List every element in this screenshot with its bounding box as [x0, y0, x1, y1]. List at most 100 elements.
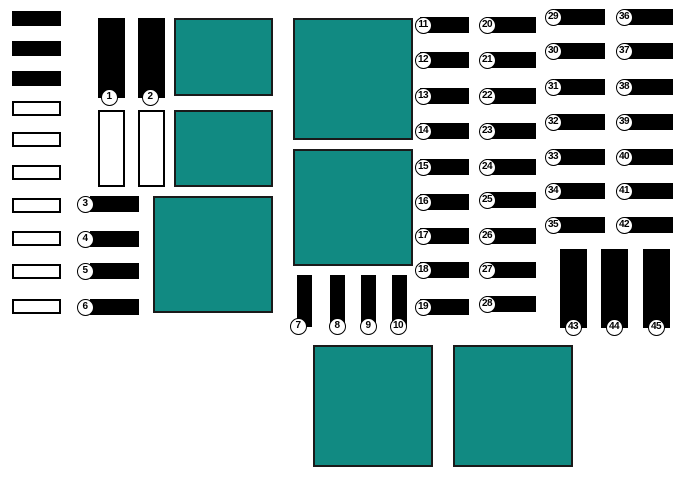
spare-fuse-slot: [12, 165, 61, 180]
fuse-number-label: 6: [76, 298, 94, 316]
fuse: [486, 52, 536, 68]
fuse: [138, 18, 165, 98]
fuse: [486, 88, 536, 104]
spare-fuse-slot: [12, 231, 61, 246]
fuse-number-label: 26: [478, 227, 496, 245]
fuse-number-label: 38: [615, 78, 633, 96]
fuse-number-label: 40: [615, 148, 633, 166]
fuse: [643, 249, 670, 328]
spare-fuse-slot: [12, 101, 61, 116]
fuse-number-label: 37: [615, 42, 633, 60]
spare-fuse-slot: [12, 132, 61, 147]
fuse: [361, 275, 376, 327]
fuse-number-label: 14: [414, 122, 432, 140]
spare-fuse-slot: [12, 299, 61, 314]
fuse-number-label: 19: [414, 298, 432, 316]
fuse-number-label: 16: [414, 193, 432, 211]
fuse: [420, 262, 469, 278]
fuse: [555, 79, 605, 95]
fuse-number-label: 33: [544, 148, 562, 166]
fuse: [420, 52, 469, 68]
fuse-number-label: 1: [100, 88, 118, 106]
fuse: [98, 18, 125, 98]
fuse-number-label: 28: [478, 295, 496, 313]
spare-fuse-slot: [12, 198, 61, 213]
fuse: [486, 228, 536, 244]
fuse-number-label: 44: [605, 318, 623, 336]
fuse-number-label: 34: [544, 182, 562, 200]
fuse: [555, 217, 605, 233]
fuse: [625, 9, 673, 25]
relay-box: [313, 345, 433, 467]
fuse: [486, 192, 536, 208]
relay-box: [293, 18, 413, 140]
fuse-number-label: 21: [478, 51, 496, 69]
fuse: [555, 149, 605, 165]
spare-fuse-slot: [98, 110, 125, 187]
fuse: [560, 249, 587, 328]
fuse-number-label: 39: [615, 113, 633, 131]
fuse-number-label: 15: [414, 158, 432, 176]
fuse-number-label: 18: [414, 261, 432, 279]
fuse: [555, 43, 605, 59]
fuse: [555, 114, 605, 130]
fuse-number-label: 42: [615, 216, 633, 234]
fuse: [486, 262, 536, 278]
fuse-number-label: 32: [544, 113, 562, 131]
fuse: [90, 299, 139, 315]
fuse: [392, 275, 407, 327]
relay-box: [453, 345, 573, 467]
fuse: [420, 88, 469, 104]
fuse-number-label: 10: [389, 317, 407, 335]
fuse: [420, 123, 469, 139]
fuse-number-label: 25: [478, 191, 496, 209]
unlabeled-fuse: [12, 11, 61, 26]
spare-fuse-slot: [138, 110, 165, 187]
fuse-number-label: 30: [544, 42, 562, 60]
relay-box: [174, 18, 273, 96]
fuse: [420, 17, 469, 33]
fuse: [625, 43, 673, 59]
relay-box: [293, 149, 413, 266]
fuse-number-label: 5: [76, 262, 94, 280]
fuse: [420, 194, 469, 210]
spare-fuse-slot: [12, 264, 61, 279]
fuse: [601, 249, 628, 328]
fuse-number-label: 35: [544, 216, 562, 234]
fuse: [297, 275, 312, 327]
fuse: [420, 228, 469, 244]
fuse-number-label: 24: [478, 158, 496, 176]
fuse-number-label: 29: [544, 8, 562, 26]
fuse: [625, 114, 673, 130]
fuse: [330, 275, 345, 327]
fuse-number-label: 22: [478, 87, 496, 105]
relay-box: [153, 196, 273, 313]
relay-box: [174, 110, 273, 187]
fuse-number-label: 17: [414, 227, 432, 245]
fuse-number-label: 31: [544, 78, 562, 96]
fuse: [625, 79, 673, 95]
fuse-number-label: 20: [478, 16, 496, 34]
fuse: [625, 149, 673, 165]
fuse: [555, 9, 605, 25]
fuse: [555, 183, 605, 199]
fuse-number-label: 12: [414, 51, 432, 69]
fuse-number-label: 3: [76, 195, 94, 213]
fuse-number-label: 4: [76, 230, 94, 248]
fuse-number-label: 45: [647, 318, 665, 336]
fuse-number-label: 8: [328, 317, 346, 335]
fuse: [486, 159, 536, 175]
fuse: [90, 231, 139, 247]
fuse-number-label: 27: [478, 261, 496, 279]
fuse-number-label: 11: [414, 16, 432, 34]
fuse-number-label: 23: [478, 122, 496, 140]
fuse: [486, 17, 536, 33]
fuse: [625, 217, 673, 233]
fuse-number-label: 7: [289, 317, 307, 335]
fuse-number-label: 41: [615, 182, 633, 200]
unlabeled-fuse: [12, 41, 61, 56]
fuse: [625, 183, 673, 199]
fuse-number-label: 2: [141, 88, 159, 106]
fuse: [420, 159, 469, 175]
fuse: [90, 263, 139, 279]
